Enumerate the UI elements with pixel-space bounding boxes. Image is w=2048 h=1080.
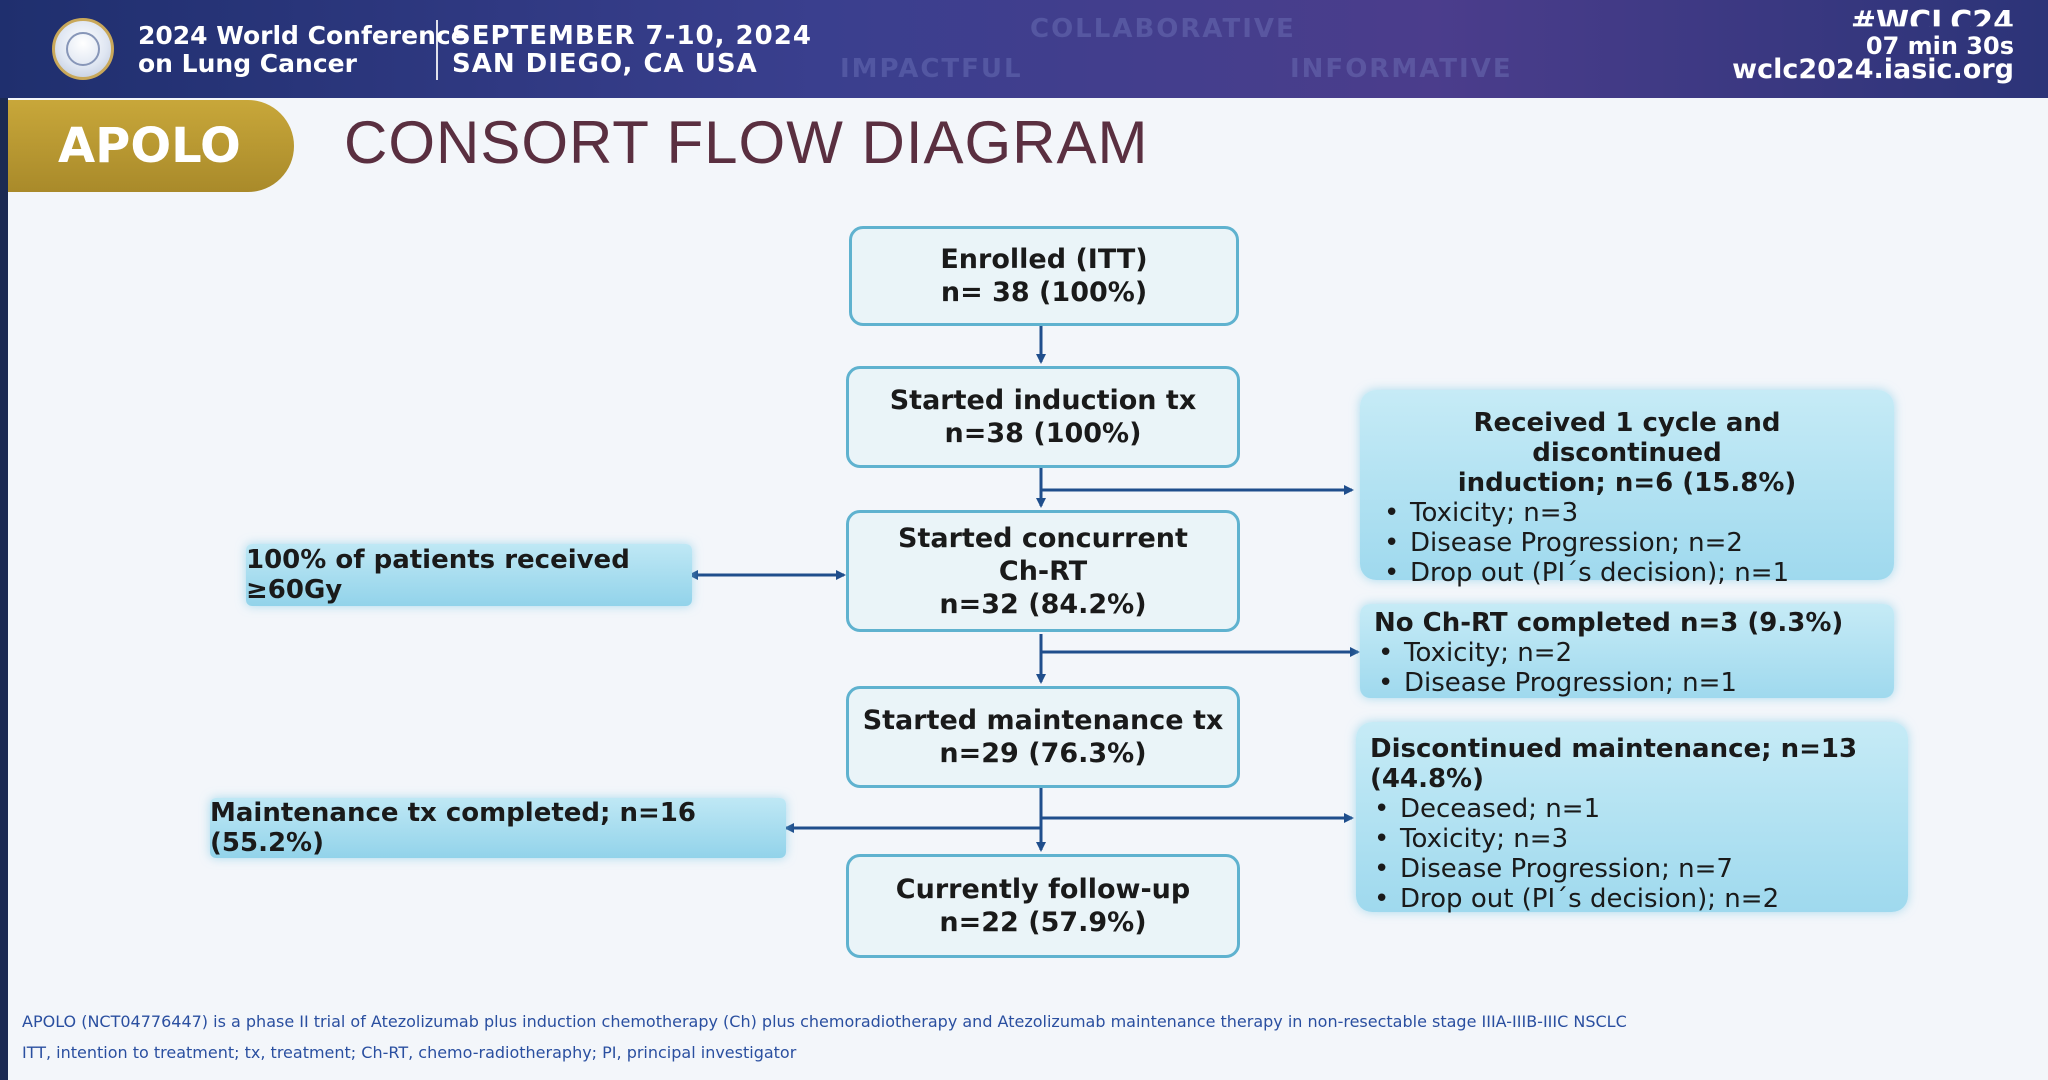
- box-induction: Started induction tx n=38 (100%): [846, 366, 1240, 468]
- chrt-label-line2: Ch-RT: [998, 555, 1088, 587]
- slide: APOLO CONSORT FLOW DIAGRAM: [8, 98, 2048, 1080]
- box-chrt: Started concurrent Ch-RT n=32 (84.2%): [846, 510, 1240, 632]
- list-item: Disease Progression; n=1: [1374, 668, 1880, 698]
- list-item: Toxicity; n=2: [1374, 638, 1880, 668]
- slide-title: CONSORT FLOW DIAGRAM: [344, 109, 1149, 176]
- maintenance-label: Started maintenance tx: [862, 705, 1224, 736]
- footnote-abbreviations: ITT, intention to treatment; tx, treatme…: [22, 1043, 797, 1062]
- location-line: SAN DIEGO, CA USA: [452, 49, 758, 79]
- conference-website: wclc2024.iasic.org: [1732, 54, 2014, 85]
- box-dose: 100% of patients received ≥60Gy: [246, 544, 692, 606]
- induction-discontinued-head-line2: induction; n=6 (15.8%): [1457, 468, 1797, 498]
- list-item: Toxicity; n=3: [1380, 498, 1874, 528]
- conference-banner: 2024 World Conference on Lung Cancer SEP…: [0, 0, 2048, 98]
- dates-line1: SEPTEMBER 7-10, 2024: [452, 21, 812, 51]
- box-maintenance-completed: Maintenance tx completed; n=16 (55.2%): [210, 798, 786, 858]
- list-item: Drop out (PI´s decision); n=1: [1380, 558, 1874, 588]
- conference-dates: SEPTEMBER 7-10, 2024 SAN DIEGO, CA USA: [452, 22, 812, 78]
- conference-name-line1: 2024 World Conference: [138, 21, 468, 50]
- box-no-chrt: No Ch-RT completed n=3 (9.3%) Toxicity; …: [1360, 604, 1894, 698]
- hashtag-visible: #WCLC24: [1850, 5, 2014, 40]
- induction-label: Started induction tx: [889, 385, 1197, 416]
- induction-value: n=38 (100%): [944, 418, 1142, 449]
- box-maintenance-discontinued: Discontinued maintenance; n=13 (44.8%) D…: [1356, 722, 1908, 914]
- list-item: Toxicity; n=3: [1370, 824, 1894, 854]
- banner-divider: [436, 20, 438, 80]
- maintenance-discontinued-head: Discontinued maintenance; n=13 (44.8%): [1370, 734, 1858, 794]
- no-chrt-head: No Ch-RT completed n=3 (9.3%): [1374, 608, 1844, 638]
- list-item: Drop out (PI´s decision); n=2: [1370, 884, 1894, 914]
- followup-value: n=22 (57.9%): [939, 907, 1147, 938]
- box-followup: Currently follow-up n=22 (57.9%): [846, 854, 1240, 958]
- conference-logo-icon: [52, 18, 114, 80]
- footnote-trial: APOLO (NCT04776447) is a phase II trial …: [22, 1012, 1627, 1031]
- ghost-word: IMPACTFUL: [840, 54, 1023, 84]
- enrolled-label: Enrolled (ITT): [940, 244, 1148, 275]
- maintenance-value: n=29 (76.3%): [939, 738, 1147, 769]
- induction-discontinued-head-line1: Received 1 cycle and discontinued: [1473, 408, 1781, 468]
- chrt-value: n=32 (84.2%): [939, 588, 1147, 620]
- flow-connectors: [688, 326, 1360, 852]
- followup-label: Currently follow-up: [895, 874, 1191, 905]
- conference-name-line2: on Lung Cancer: [138, 49, 357, 78]
- box-induction-discontinued: Received 1 cycle and discontinued induct…: [1360, 390, 1894, 588]
- timer: 07 min 30s: [1865, 32, 2014, 60]
- box-maintenance: Started maintenance tx n=29 (76.3%): [846, 686, 1240, 788]
- enrolled-value: n= 38 (100%): [940, 277, 1148, 308]
- box-enrolled: Enrolled (ITT) n= 38 (100%): [849, 226, 1239, 326]
- trial-badge: APOLO: [8, 100, 294, 192]
- conference-name: 2024 World Conference on Lung Cancer: [138, 22, 468, 78]
- list-item: Disease Progression; n=2: [1380, 528, 1874, 558]
- chrt-label-line1: Started concurrent: [898, 522, 1188, 554]
- ghost-word: INFORMATIVE: [1290, 54, 1513, 84]
- ghost-word: COLLABORATIVE: [1030, 14, 1296, 44]
- list-item: Disease Progression; n=7: [1370, 854, 1894, 884]
- list-item: Deceased; n=1: [1370, 794, 1894, 824]
